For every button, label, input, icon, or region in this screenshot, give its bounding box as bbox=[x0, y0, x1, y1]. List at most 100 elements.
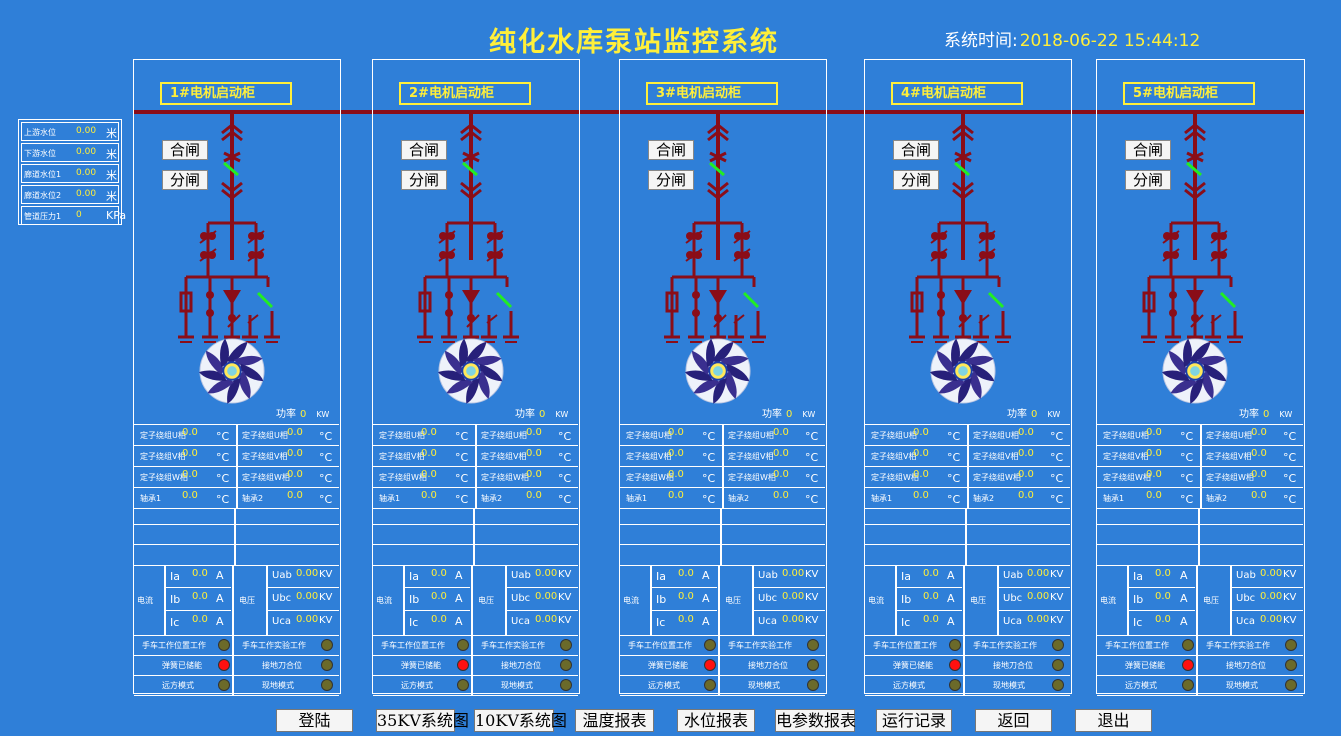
voltage-value: 0.00 bbox=[782, 614, 805, 625]
voltage-phase: Uca bbox=[272, 616, 291, 627]
temp-label: 轴承1 bbox=[1103, 494, 1125, 503]
current-value: 0.0 bbox=[431, 591, 447, 602]
open-breaker-button[interactable]: 分闸 bbox=[893, 170, 939, 190]
divider bbox=[1198, 508, 1200, 524]
divider bbox=[1196, 655, 1198, 675]
close-breaker-button[interactable]: 合闸 bbox=[893, 140, 939, 160]
water-level-value: 0 bbox=[76, 210, 82, 220]
status-label: 手车工作位置工作 bbox=[142, 641, 206, 650]
status-label: 弹簧已储能 bbox=[401, 661, 441, 670]
voltage-value: 0.00 bbox=[296, 591, 319, 602]
divider bbox=[475, 466, 477, 487]
voltage-unit: KV bbox=[1283, 569, 1297, 580]
status-row: 远方模式 现地模式 bbox=[373, 675, 578, 696]
water-level-panel: 上游水位 0.00 米下游水位 0.00 米廊道水位1 0.00 米廊道水位2 … bbox=[18, 119, 126, 225]
close-breaker-button[interactable]: 合闸 bbox=[401, 140, 447, 160]
nav-button-7[interactable]: 运行记录 bbox=[876, 709, 952, 732]
voltage-phase: Uab bbox=[1003, 570, 1023, 581]
status-row: 远方模式 现地模式 bbox=[865, 675, 1070, 696]
temperature-row: 轴承1 0.0 °C 轴承2 0.0 °C bbox=[373, 487, 578, 509]
current-phase: Ib bbox=[656, 593, 667, 606]
current-unit: A bbox=[216, 592, 224, 605]
nav-button-2[interactable]: 35KV系统图 bbox=[376, 709, 469, 732]
temp-value: 0.0 bbox=[1018, 469, 1034, 480]
current-label: 电流 bbox=[623, 596, 639, 605]
current-value: 0.0 bbox=[1155, 614, 1171, 625]
water-level-value: 0.00 bbox=[76, 147, 97, 157]
current-value: 0.0 bbox=[1155, 591, 1171, 602]
voltage-phase: Uca bbox=[1236, 616, 1255, 627]
nav-button-5[interactable]: 水位报表 bbox=[677, 709, 755, 732]
nav-button-9[interactable]: 退出 bbox=[1075, 709, 1152, 732]
close-breaker-button[interactable]: 合闸 bbox=[162, 140, 208, 160]
divider bbox=[164, 565, 166, 635]
status-row: 弹簧已储能 接地刀合位 bbox=[373, 655, 578, 676]
temp-unit: °C bbox=[1180, 451, 1194, 464]
voltage-phase: Ubc bbox=[511, 593, 531, 604]
voltage-value: 0.00 bbox=[1027, 614, 1050, 625]
power-label: 功率 bbox=[515, 409, 535, 420]
current-phase: Ia bbox=[1133, 570, 1143, 583]
divider bbox=[998, 610, 1070, 611]
temp-value: 0.0 bbox=[1251, 490, 1267, 501]
nav-button-3[interactable]: 10KV系统图 bbox=[474, 709, 567, 732]
current-unit: A bbox=[947, 592, 955, 605]
voltage-phase: Ubc bbox=[1236, 593, 1256, 604]
temp-label: 定子绕组W相 bbox=[871, 473, 919, 482]
power-unit: KW bbox=[316, 410, 330, 419]
divider bbox=[505, 565, 507, 635]
temp-label: 定子绕组W相 bbox=[1206, 473, 1254, 482]
voltage-unit: KV bbox=[319, 615, 333, 626]
system-time-label: 系统时间: bbox=[944, 31, 1018, 51]
temp-value: 0.0 bbox=[913, 427, 929, 438]
status-label: 手车工作位置工作 bbox=[628, 641, 692, 650]
voltage-unit: KV bbox=[805, 592, 819, 603]
temp-label: 定子绕组V相 bbox=[242, 452, 288, 461]
divider bbox=[1231, 610, 1303, 611]
temp-label: 定子绕组U相 bbox=[871, 431, 917, 440]
temp-unit: °C bbox=[216, 472, 230, 485]
empty-row bbox=[1097, 508, 1303, 525]
voltage-unit: KV bbox=[1283, 592, 1297, 603]
temp-unit: °C bbox=[455, 430, 469, 443]
single-line-diagram bbox=[1141, 113, 1243, 343]
voltage-unit: KV bbox=[558, 592, 572, 603]
empty-row bbox=[620, 524, 825, 545]
open-breaker-button[interactable]: 分闸 bbox=[648, 170, 694, 190]
temp-label: 定子绕组V相 bbox=[626, 452, 672, 461]
nav-button-4[interactable]: 温度报表 bbox=[575, 709, 654, 732]
open-breaker-button[interactable]: 分闸 bbox=[401, 170, 447, 190]
divider bbox=[403, 565, 405, 635]
divider bbox=[165, 610, 231, 611]
close-breaker-button[interactable]: 合闸 bbox=[648, 140, 694, 160]
current-unit: A bbox=[455, 569, 463, 582]
nav-button-1[interactable]: 登陆 bbox=[276, 709, 353, 732]
divider bbox=[965, 524, 967, 544]
temp-label: 定子绕组W相 bbox=[973, 473, 1021, 482]
temp-value: 0.0 bbox=[913, 448, 929, 459]
current-value: 0.0 bbox=[923, 591, 939, 602]
current-label: 电流 bbox=[1100, 596, 1116, 605]
status-lamp-icon bbox=[218, 679, 230, 691]
temp-label: 定子绕组W相 bbox=[242, 473, 290, 482]
temp-label: 定子绕组U相 bbox=[481, 431, 527, 440]
divider bbox=[1128, 587, 1195, 588]
status-row: 远方模式 现地模式 bbox=[134, 675, 339, 696]
current-label: 电流 bbox=[868, 596, 884, 605]
temp-value: 0.0 bbox=[287, 448, 303, 459]
open-breaker-button[interactable]: 分闸 bbox=[162, 170, 208, 190]
empty-row bbox=[373, 545, 578, 566]
open-breaker-button[interactable]: 分闸 bbox=[1125, 170, 1171, 190]
status-lamp-icon bbox=[1052, 659, 1064, 671]
divider bbox=[267, 610, 339, 611]
nav-button-8[interactable]: 返回 bbox=[975, 709, 1052, 732]
current-label: 电流 bbox=[137, 596, 153, 605]
voltage-value: 0.00 bbox=[1027, 568, 1050, 579]
current-label: 电流 bbox=[376, 596, 392, 605]
status-label: 手车工作位置工作 bbox=[873, 641, 937, 650]
status-label: 接地刀合位 bbox=[262, 661, 302, 670]
nav-button-6[interactable]: 电参数报表 bbox=[775, 709, 857, 732]
close-breaker-button[interactable]: 合闸 bbox=[1125, 140, 1171, 160]
